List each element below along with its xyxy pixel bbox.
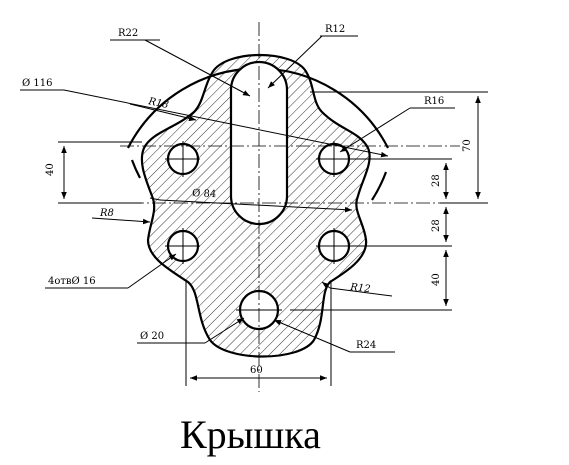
label-dim70: 70 (462, 139, 473, 152)
label-d116: Ø 116 (22, 78, 52, 89)
label-r22: R22 (118, 28, 138, 39)
label-dim28-bottom: 28 (431, 219, 442, 232)
label-r12-top: R12 (325, 24, 345, 35)
label-r12-right: R12 (349, 282, 371, 295)
label-dim28-top: 28 (431, 174, 442, 187)
label-d20: Ø 20 (140, 331, 164, 342)
label-d84: Ø 84 (192, 188, 217, 200)
label-dim60: 60 (250, 365, 263, 376)
label-holes: 4отвØ 16 (48, 276, 96, 287)
label-r18: R18 (146, 96, 169, 111)
label-r24: R24 (356, 340, 376, 351)
label-dim40-right: 40 (431, 273, 442, 286)
label-r16: R16 (424, 96, 444, 107)
label-r8: R8 (99, 208, 114, 219)
label-dim40-left: 40 (45, 163, 56, 176)
drawing-title: Крышка (180, 412, 321, 457)
